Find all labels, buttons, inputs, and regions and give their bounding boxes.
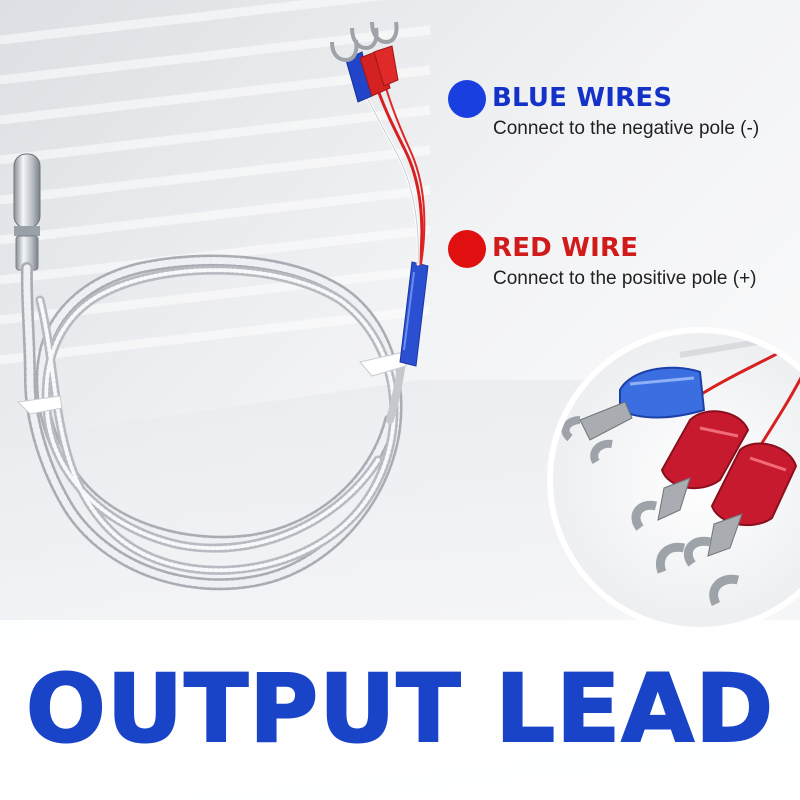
red-terminal-icon xyxy=(683,442,798,607)
top-terminals xyxy=(330,21,399,103)
red-wire-description: Connect to the positive pole (+) xyxy=(493,268,757,289)
blue-dot-icon xyxy=(448,80,486,118)
blue-wires-title: BLUE WIRES xyxy=(492,83,673,113)
cable-tie-icon xyxy=(16,351,407,415)
red-dot-icon xyxy=(448,230,486,268)
blue-sleeve xyxy=(399,261,429,367)
red-terminal-icon xyxy=(631,410,750,574)
probe-tip xyxy=(13,153,41,271)
blue-terminal-icon xyxy=(561,366,706,465)
red-wire-title: RED WIRE xyxy=(492,233,639,263)
headline: OUTPUT LEAD xyxy=(25,655,775,764)
blue-wires-description: Connect to the negative pole (-) xyxy=(493,118,760,139)
braided-cable-icon xyxy=(20,254,406,591)
lead-wires xyxy=(360,86,426,266)
